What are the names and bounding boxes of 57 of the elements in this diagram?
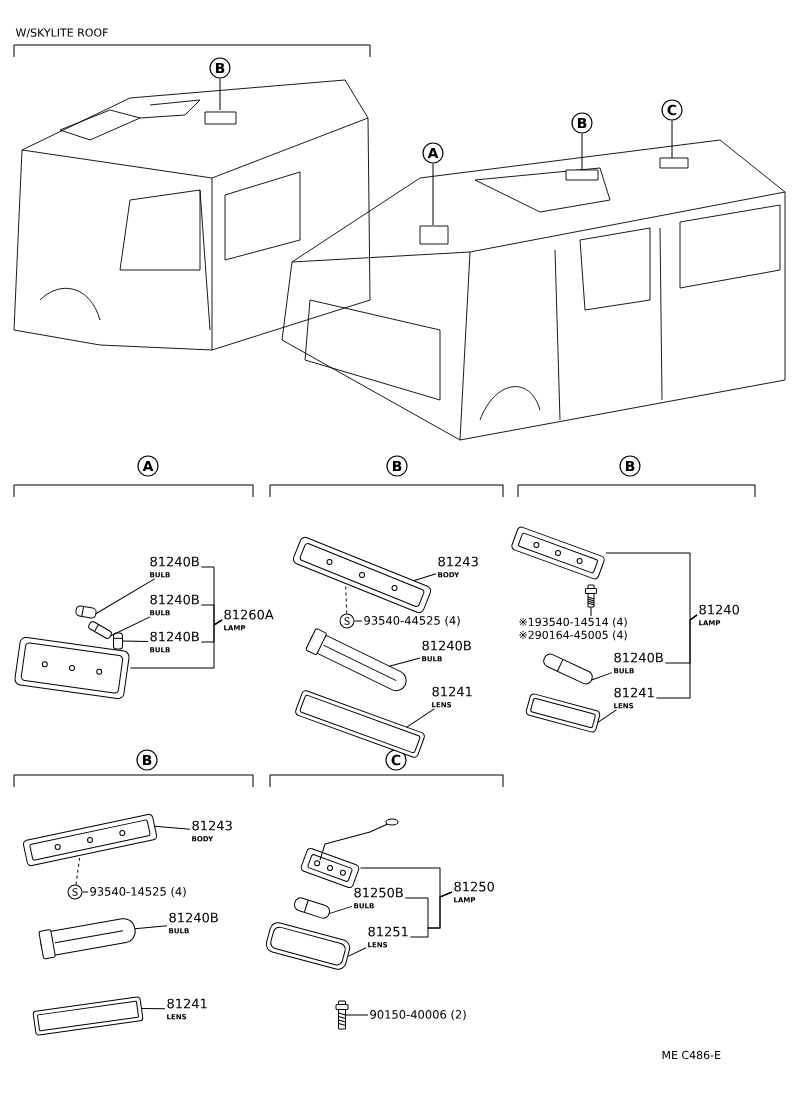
bulb (75, 605, 97, 619)
leader-line (122, 640, 149, 642)
leader-line (406, 708, 435, 728)
part-number: 90150-40006 (2) (370, 1009, 466, 1021)
leader-line (388, 657, 421, 667)
drawing-number: ME C486-E (662, 1050, 721, 1060)
part-number: 93540-44525 (4) (364, 615, 460, 627)
leader-line (597, 709, 617, 723)
part-number: ※193540-14514 (4) ※290164-45005 (4) (519, 617, 627, 641)
leader-line (95, 578, 156, 615)
part-number: 93540-14525 (4) (90, 886, 186, 898)
leader-line (581, 133, 583, 171)
section-letter: B (386, 455, 408, 477)
leader-line (655, 614, 698, 699)
section-title: W/SKYLITE ROOF (15, 28, 108, 38)
lamp-body (22, 813, 158, 867)
lens (265, 922, 351, 970)
lamp-body (292, 536, 432, 614)
lamp-housing (14, 636, 130, 700)
leader-line (134, 925, 168, 930)
leader-line (345, 1014, 369, 1016)
section-letter: C (385, 749, 407, 771)
section-letter: B (619, 455, 641, 477)
section-letter: B (136, 749, 158, 771)
leader-line (328, 905, 353, 915)
lens (525, 693, 601, 733)
leader-line (347, 947, 367, 958)
callout-letter: B (209, 57, 231, 79)
leader-line (129, 619, 223, 669)
lamp-body (511, 526, 605, 580)
leader-line (590, 607, 592, 617)
lens (32, 996, 144, 1036)
bulb (88, 621, 112, 639)
screw (585, 584, 597, 608)
leader-line (219, 78, 221, 111)
leader-line (671, 120, 673, 159)
bulb (293, 897, 331, 919)
bulb (38, 918, 136, 960)
bulb (113, 632, 123, 650)
callout-letter: C (661, 99, 683, 121)
leader-line (409, 891, 453, 938)
leader-line (109, 616, 151, 637)
callout-letter: B (571, 112, 593, 134)
callout-letter: A (422, 142, 444, 164)
screw (335, 1000, 349, 1030)
section-letter: A (137, 455, 159, 477)
lamp (300, 818, 399, 889)
bulb (305, 628, 407, 692)
bulb (543, 653, 593, 685)
leader-line (82, 891, 89, 893)
leader-line (154, 825, 191, 830)
leader-line (591, 672, 613, 681)
leader-line (413, 573, 437, 582)
leader-line (141, 1008, 166, 1010)
leader-line (432, 163, 434, 226)
leader-line (354, 620, 363, 622)
leader-line (345, 583, 348, 614)
